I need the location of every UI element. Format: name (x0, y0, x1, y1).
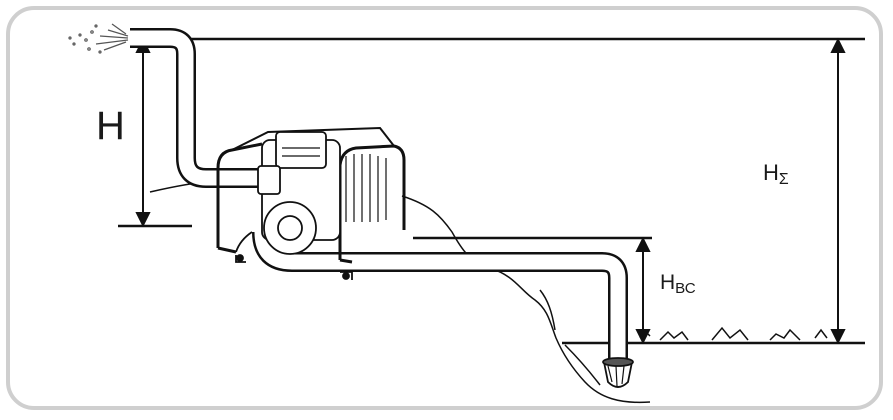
strainer-icon (602, 357, 634, 388)
arrow-h-bottom-head (135, 212, 151, 228)
total-head-sub: Σ (778, 170, 789, 188)
reference-lines (118, 37, 865, 345)
arrow-h-sum-top-head (830, 37, 846, 53)
suction-head-label: HВС (660, 271, 696, 296)
head-label-text: H (96, 104, 125, 148)
water-spray-icon (68, 23, 129, 54)
total-head-label: HΣ (763, 160, 789, 188)
arrow-h-vs-top-head (635, 236, 651, 252)
discharge-hose (130, 28, 266, 188)
pipes (130, 28, 628, 360)
suction-hose (252, 231, 628, 360)
head-label: H (96, 106, 125, 146)
dimension-arrows (135, 37, 846, 345)
suction-head-main: H (660, 271, 676, 294)
total-head-main: H (763, 160, 779, 185)
arrow-h-sum-bottom-head (830, 329, 846, 345)
terrain-lines (149, 179, 828, 404)
suction-head-sub: ВС (675, 279, 696, 297)
motor-pump-icon (216, 126, 406, 280)
